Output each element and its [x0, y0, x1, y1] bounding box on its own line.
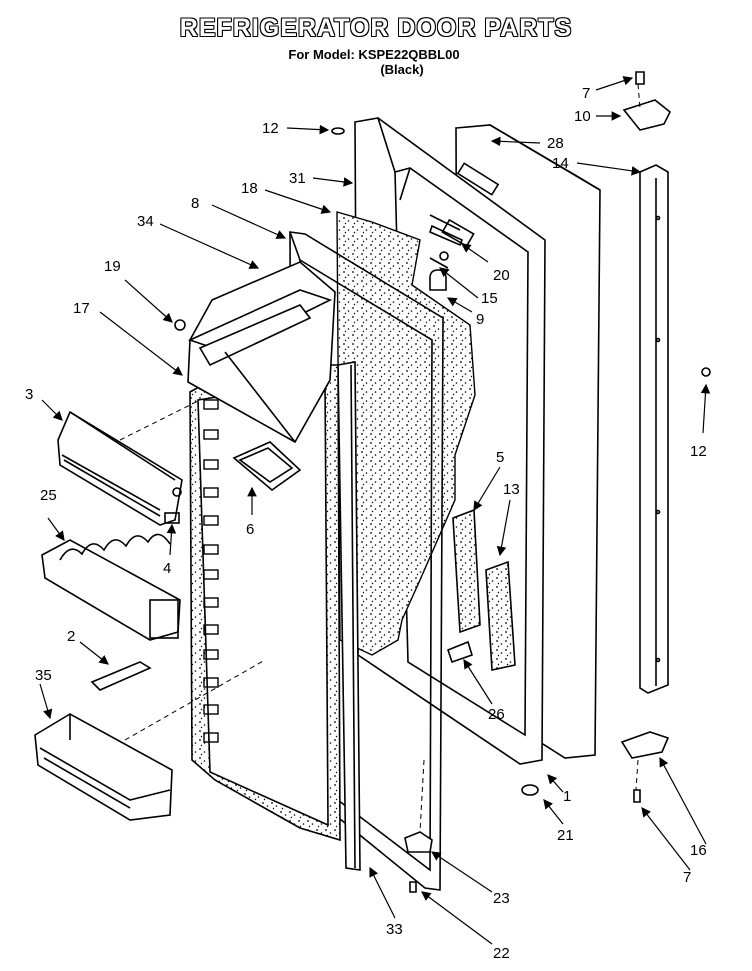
door-stop-bracket: [404, 831, 433, 853]
callout-8: 8: [191, 195, 199, 212]
lower-hinge: [620, 731, 670, 759]
screw-side: [701, 367, 711, 377]
callout-6: 6: [246, 521, 254, 538]
callout-23: 23: [493, 890, 510, 907]
callout-13: 13: [503, 481, 520, 498]
upper-hinge: [622, 99, 672, 131]
retainer-clip: [447, 640, 473, 664]
shelf-rails: [203, 399, 219, 743]
bracket-screw: [409, 881, 417, 893]
callout-7-bottom: 7: [683, 869, 691, 886]
callout-7-top: 7: [582, 85, 590, 102]
screw-19: [174, 319, 186, 331]
callout-12-top: 12: [262, 120, 279, 137]
callout-14: 14: [552, 155, 569, 172]
callout-10: 10: [574, 108, 591, 125]
hinge-screw-top: [635, 71, 645, 85]
hinge-screw-bottom: [633, 789, 641, 803]
screw-top: [331, 127, 345, 135]
washer-15: [439, 251, 449, 261]
bracket: [90, 661, 152, 691]
callout-1: 1: [563, 788, 571, 805]
hinge-pin: [521, 784, 539, 796]
callout-18: 18: [241, 180, 258, 197]
callout-12-side: 12: [690, 443, 707, 460]
callout-25: 25: [40, 487, 57, 504]
filter-pad-5: [452, 508, 481, 634]
callout-9: 9: [476, 311, 484, 328]
callout-20: 20: [493, 267, 510, 284]
callout-19: 19: [104, 258, 121, 275]
callout-5: 5: [496, 449, 504, 466]
hinge-pin-20: [429, 224, 464, 247]
hinge-trim: [639, 164, 669, 694]
color-line: (Black): [380, 62, 424, 77]
foam-insulation: [336, 211, 476, 656]
door-bin: [34, 713, 173, 821]
front-panel: [57, 410, 183, 526]
callout-2: 2: [67, 628, 75, 645]
callout-28: 28: [547, 135, 564, 152]
callout-34: 34: [137, 213, 154, 230]
callout-21: 21: [557, 827, 574, 844]
callout-15: 15: [481, 290, 498, 307]
callout-26: 26: [488, 706, 505, 723]
callout-35: 35: [35, 667, 52, 684]
callout-3: 3: [25, 386, 33, 403]
callout-33: 33: [386, 921, 403, 938]
callout-22: 22: [493, 945, 510, 962]
diagram-title: REFRIGERATOR DOOR PARTS: [179, 14, 573, 42]
can-rack: [41, 533, 181, 641]
clip: [164, 512, 180, 524]
callout-31: 31: [289, 170, 306, 187]
model-line: For Model: KSPE22QBBL00: [288, 47, 460, 62]
ice-tray: [232, 441, 302, 492]
callout-17: 17: [73, 300, 90, 317]
filter-pad-13: [485, 560, 516, 671]
callout-16: 16: [690, 842, 707, 859]
callout-4: 4: [163, 560, 171, 577]
